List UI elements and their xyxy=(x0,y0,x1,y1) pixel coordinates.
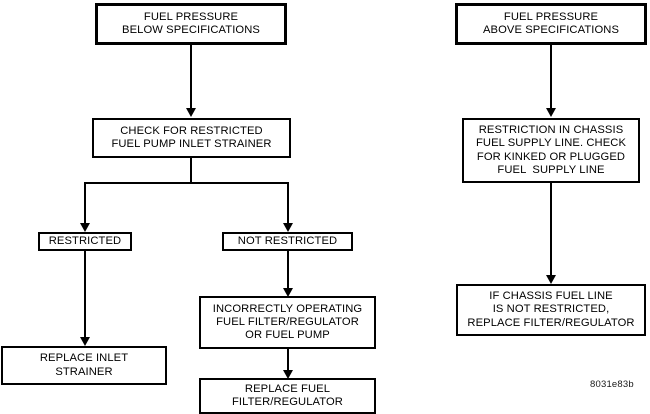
node-line: RESTRICTION IN CHASSIS xyxy=(478,124,624,137)
arrowhead-to-not-restricted xyxy=(283,223,293,232)
node-line: FUEL FILTER/REGULATOR xyxy=(216,315,359,328)
connector-not-restricted-to-incorrect-operating xyxy=(287,251,289,293)
node-check-for-restricted-strainer: CHECK FOR RESTRICTED FUEL PUMP INLET STR… xyxy=(92,118,291,158)
node-line: RESTRICTED xyxy=(48,234,122,247)
node-line: NOT RESTRICTED xyxy=(237,234,338,247)
node-line: OR FUEL PUMP xyxy=(245,329,330,342)
node-line: FUEL PRESSURE xyxy=(143,10,239,23)
node-restriction-in-chassis-fuel-supply-line: RESTRICTION IN CHASSIS FUEL SUPPLY LINE.… xyxy=(462,118,640,183)
node-line: IF CHASSIS FUEL LINE xyxy=(489,290,613,303)
node-fuel-pressure-above-specifications: FUEL PRESSURE ABOVE SPECIFICATIONS xyxy=(455,3,647,45)
arrowhead-to-restricted xyxy=(80,223,90,232)
connector-bus-to-restricted xyxy=(84,182,86,227)
node-line: FUEL SUPPLY LINE. CHECK xyxy=(475,137,627,150)
node-line: STRAINER xyxy=(55,365,113,378)
connector-incorrect-to-replace-filter xyxy=(287,349,289,375)
node-line: REPLACE INLET xyxy=(39,352,129,365)
figure-reference-code: 8031e83b xyxy=(590,379,634,390)
node-line: ABOVE SPECIFICATIONS xyxy=(482,24,620,36)
connector-check-stem xyxy=(190,158,192,183)
node-line: REPLACE FUEL xyxy=(244,382,331,395)
node-line: BELOW SPECIFICATIONS xyxy=(122,24,260,36)
connector-root-to-check xyxy=(190,45,192,113)
connector-restricted-to-replace-inlet xyxy=(84,251,86,342)
node-line: FUEL PUMP INLET STRAINER xyxy=(111,138,272,150)
node-line: FUEL SUPPLY LINE xyxy=(497,163,605,176)
arrowhead-to-replace-filter xyxy=(283,370,293,379)
connector-restriction-to-if-not-restricted xyxy=(550,183,552,280)
arrowhead-to-incorrect-operating xyxy=(283,288,293,297)
node-line: INCORRECTLY OPERATING xyxy=(212,302,363,315)
arrowhead-to-replace-inlet xyxy=(80,337,90,346)
node-incorrectly-operating-filter-regulator-pump: INCORRECTLY OPERATING FUEL FILTER/REGULA… xyxy=(199,296,376,349)
node-not-restricted: NOT RESTRICTED xyxy=(222,232,353,251)
node-replace-fuel-filter-regulator: REPLACE FUEL FILTER/REGULATOR xyxy=(199,378,376,414)
node-restricted: RESTRICTED xyxy=(38,232,132,251)
arrowhead-right-root-to-restriction xyxy=(546,108,556,117)
arrowhead-root-to-check xyxy=(186,108,196,117)
connector-right-root-to-restriction xyxy=(550,45,552,113)
node-line: FOR KINKED OR PLUGGED xyxy=(476,150,626,163)
node-if-chassis-fuel-line-not-restricted: IF CHASSIS FUEL LINE IS NOT RESTRICTED, … xyxy=(456,284,646,336)
node-fuel-pressure-below-specifications: FUEL PRESSURE BELOW SPECIFICATIONS xyxy=(95,3,287,45)
node-line: IS NOT RESTRICTED, xyxy=(492,303,610,316)
arrowhead-to-if-not-restricted xyxy=(546,275,556,284)
node-line: REPLACE FILTER/REGULATOR xyxy=(467,316,635,329)
node-line: FILTER/REGULATOR xyxy=(231,396,343,408)
connector-split-bus xyxy=(84,182,289,184)
node-line: CHECK FOR RESTRICTED xyxy=(120,124,263,137)
node-replace-inlet-strainer: REPLACE INLET STRAINER xyxy=(1,346,167,385)
node-line: FUEL PRESSURE xyxy=(503,10,599,23)
connector-bus-to-not-restricted xyxy=(287,182,289,227)
